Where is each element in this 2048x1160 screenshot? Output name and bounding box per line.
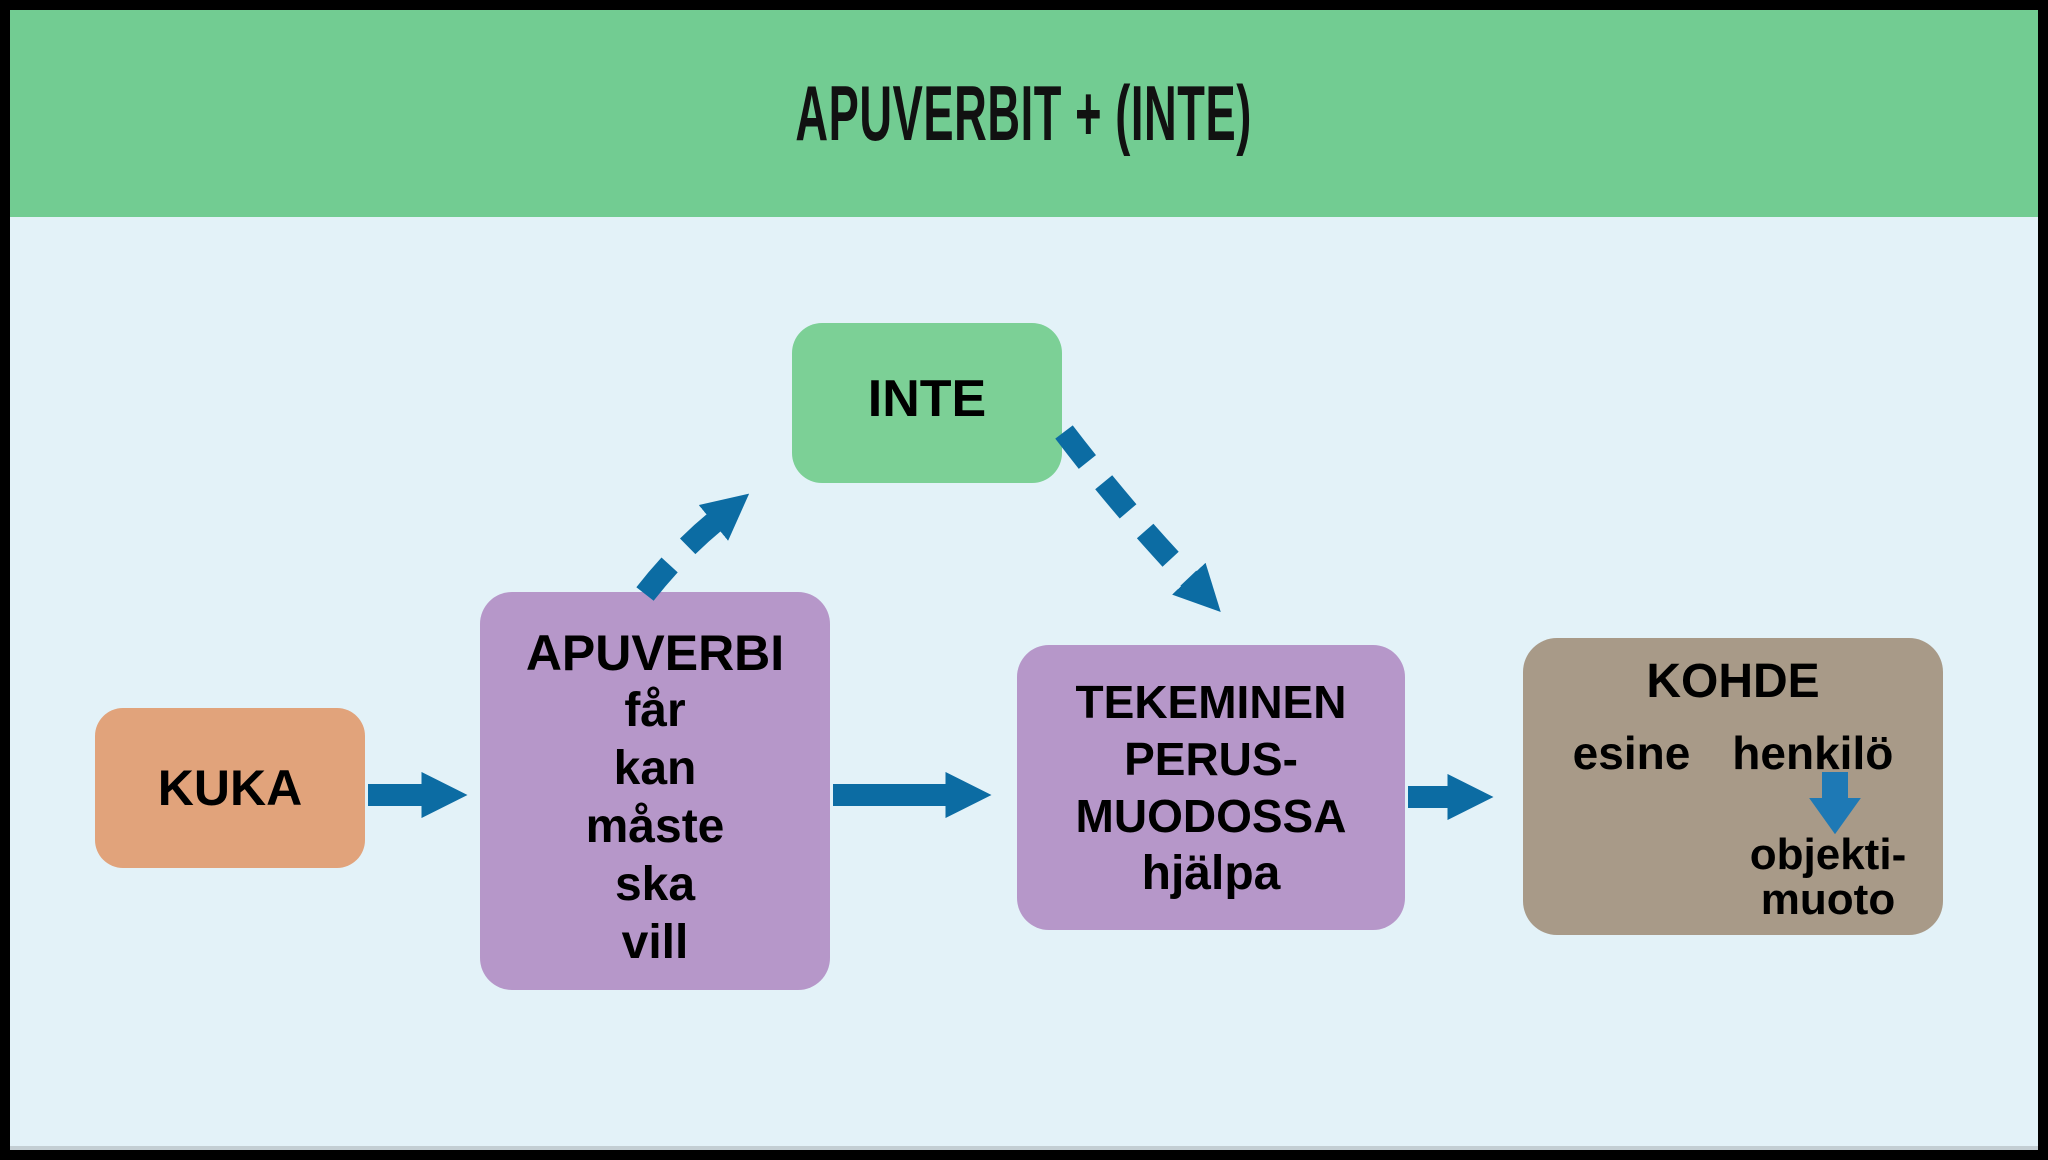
kohde-note-line: muoto: [1760, 875, 1896, 924]
node-apuverbi-title: APUVERBI: [525, 625, 785, 681]
verb-item: måste: [585, 800, 725, 853]
node-tekeminen-line: PERUS-: [1124, 732, 1298, 785]
kohde-item-henkilo: henkilö: [1732, 727, 1894, 779]
node-tekeminen: TEKEMINEN PERUS- MUODOSSA hjälpa: [1017, 645, 1405, 930]
node-kohde: KOHDE esine henkilö objekti- muoto: [1523, 638, 1943, 935]
node-inte: INTE: [792, 323, 1062, 483]
stage-bottom-divider: [10, 1146, 2038, 1150]
node-tekeminen-line: MUODOSSA: [1075, 789, 1347, 842]
verb-item: får: [624, 684, 686, 737]
diagram-title: APUVERBIT + (INTE): [795, 69, 1253, 157]
node-kuka: KUKA: [95, 708, 365, 868]
node-kohde-items-row: esine henkilö: [1523, 726, 1943, 780]
title-band: APUVERBIT + (INTE): [10, 10, 2038, 217]
verb-item: vill: [621, 916, 689, 969]
verb-item: ska: [614, 858, 696, 911]
node-kuka-label: KUKA: [157, 760, 303, 816]
kohde-note-line: objekti-: [1749, 830, 1907, 879]
node-kohde-title: KOHDE: [1646, 655, 1820, 708]
kohde-object-form-note: objekti- muoto: [1618, 832, 2038, 922]
node-inte-label: INTE: [867, 370, 987, 428]
verb-item: kan: [613, 742, 697, 795]
node-tekeminen-example: hjälpa: [1141, 846, 1281, 900]
node-apuverbi: APUVERBI får kan måste ska vill: [480, 592, 830, 990]
node-tekeminen-line: TEKEMINEN: [1075, 675, 1347, 728]
kohde-item-esine: esine: [1572, 727, 1691, 779]
